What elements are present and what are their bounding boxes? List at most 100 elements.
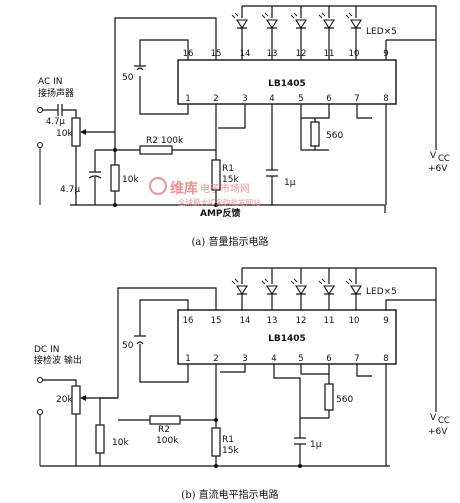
vcc-sub-label-a: CC [438, 154, 450, 164]
circuit-b: LB1405 16 15 14 13 12 11 10 9 1 2 3 4 5 … [34, 267, 450, 501]
pin-label: 14 [240, 49, 251, 59]
watermark-logo-icon [149, 177, 167, 195]
pin5-6-wire-a [300, 104, 330, 119]
r2-body-b [149, 415, 181, 425]
pin-label: 16 [183, 316, 194, 326]
pot-body-a [71, 117, 81, 147]
pins-bottom-a: 1 2 3 4 5 6 7 8 [185, 94, 388, 104]
vcc-label-b: V [430, 413, 437, 423]
watermark: 维库 电子市场网 全球最大IC采购批发网站 [149, 177, 261, 207]
pin-label: 3 [242, 94, 247, 104]
pin4-wire-b [273, 364, 301, 438]
cap-gnd-label-a: 4.7μ [60, 185, 80, 195]
chip-label-b: LB1405 [268, 334, 306, 344]
vcc-sub-label-b: CC [438, 416, 450, 426]
led-icon [231, 278, 248, 295]
pin-label: 6 [326, 354, 331, 364]
pins-top-a: 16 15 14 13 12 11 10 9 [183, 49, 389, 59]
vcc-rail-b [242, 267, 437, 412]
pin3-wire-a [218, 104, 246, 129]
cap50-bottom-wire-a [139, 76, 189, 115]
pin-label: 9 [383, 316, 388, 326]
caption-a: (a) 音量指示电路 [192, 235, 269, 248]
cap50-label-b: 50 [122, 341, 134, 351]
r1-label-a: R1 [222, 164, 234, 174]
circuit-a: LB1405 16 15 14 13 12 11 10 9 1 2 3 4 5 … [37, 5, 450, 248]
r2-label-b: R2 [158, 425, 170, 435]
pin-label: 5 [298, 94, 303, 104]
r1-value-a: 15k [222, 175, 239, 185]
vcc-value-a: +6V [428, 164, 448, 174]
r560-body-a [310, 121, 320, 147]
pin-label: 10 [349, 316, 360, 326]
pin-label: 13 [267, 316, 278, 326]
cap-1u-label-a: 1μ [284, 178, 296, 188]
cap50-plate-a [136, 67, 144, 71]
watermark-site: 电子市场网 [200, 182, 250, 195]
ic-box-a [177, 59, 397, 105]
watermark-slogan: 全球最大IC采购批发网站 [178, 197, 261, 207]
chip-label-a: LB1405 [268, 79, 306, 89]
led-icon [290, 278, 307, 295]
input-label-b: DC IN [34, 345, 59, 355]
pin3-wire-b [220, 364, 246, 373]
amp-feedback-label-a: AMP反馈 [200, 207, 241, 219]
pin-label: 6 [326, 94, 331, 104]
pin-label: 2 [213, 354, 218, 364]
vcc-rail-a [242, 5, 437, 150]
r560-body-b [324, 383, 334, 411]
r560-label-a: 560 [326, 131, 343, 141]
r10k-body-a [110, 164, 120, 192]
pin-label: 2 [213, 94, 218, 104]
pin-label: 4 [271, 354, 276, 364]
r560-label-b: 560 [336, 395, 353, 405]
ic-box-b [177, 309, 397, 365]
pin-label: 8 [383, 94, 388, 104]
input-label-a: AC IN [38, 77, 63, 87]
r1-value-b: 15k [222, 446, 239, 456]
pin-label: 11 [324, 316, 335, 326]
pin-label: 4 [269, 94, 274, 104]
input-sub-label-b: 接检波 输出 [34, 354, 82, 366]
input-sub-label-a: 接扬声器 [38, 87, 74, 99]
led-array-b [231, 268, 362, 310]
led-icon [318, 12, 335, 29]
pin15-wire-b [117, 287, 217, 398]
led-icon [261, 12, 278, 29]
caption-b: (b) 直流电平指示电路 [181, 488, 278, 501]
led-icon [318, 278, 335, 295]
pin-label: 1 [185, 94, 190, 104]
cap50-bottom-wire-b [139, 344, 189, 383]
pin7-wire-b [356, 364, 372, 377]
led-icon [345, 12, 362, 29]
pin-label: 12 [296, 316, 307, 326]
pin-label: 15 [211, 316, 222, 326]
led-icon [345, 278, 362, 295]
pin7-wire-a [356, 104, 372, 119]
pin-label: 8 [383, 354, 388, 364]
pins-top-b: 16 15 14 13 12 11 10 9 [183, 316, 389, 326]
r1-body-b [211, 427, 221, 457]
vcc-label-a: V [430, 151, 437, 161]
cap50-label-a: 50 [122, 73, 134, 83]
pin-label: 7 [354, 94, 359, 104]
led-icon [261, 278, 278, 295]
r10k-label-b: 10k [112, 438, 129, 448]
pin-label: 7 [354, 354, 359, 364]
cap-1u-label-b: 1μ [310, 440, 322, 450]
led-icon [290, 12, 307, 29]
cap50-top-wire-b [139, 299, 189, 336]
pins-bottom-b: 1 2 3 4 5 6 7 8 [185, 354, 388, 364]
pin-label: 14 [240, 316, 251, 326]
r10k-body-b [95, 424, 105, 454]
input-terminal-a [37, 107, 43, 113]
led-count-label-a: LED×5 [366, 27, 397, 37]
pin15-wire-a [114, 17, 217, 160]
input-terminal-b [37, 377, 43, 383]
led-array-a [231, 6, 362, 60]
watermark-logo: 维库 [170, 180, 198, 197]
r2-label-a: R2 100k [146, 136, 184, 146]
r1-label-b: R1 [222, 435, 234, 445]
pin-label: 3 [242, 354, 247, 364]
